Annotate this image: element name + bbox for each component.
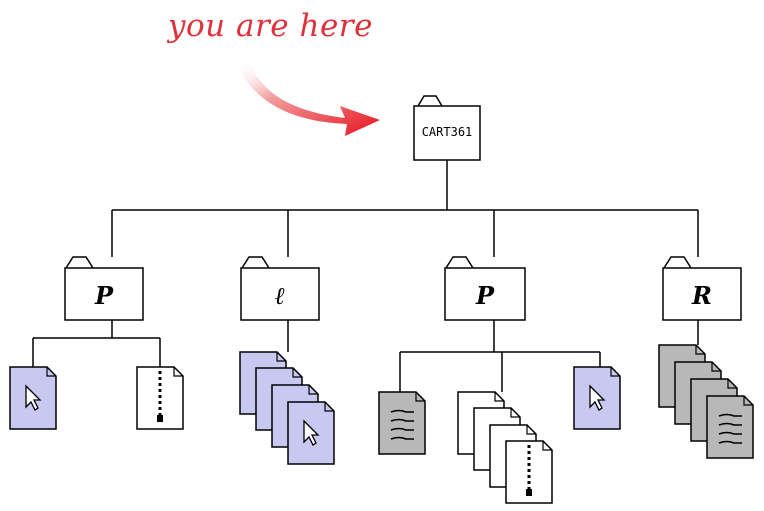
folder-1-label: P <box>94 281 114 310</box>
root-folder-label: CART361 <box>422 125 473 139</box>
folder-4-label: R <box>691 281 712 310</box>
text-lines-icon <box>390 409 414 440</box>
app-document-stack[interactable] <box>287 401 335 465</box>
folder-4[interactable]: R <box>662 256 742 321</box>
you-are-here-annotation: you are here <box>168 8 373 44</box>
folder-3[interactable]: P <box>444 256 526 321</box>
app-document[interactable] <box>9 366 57 430</box>
folder-2-label: ℓ <box>275 281 285 310</box>
text-document-stack[interactable] <box>706 395 754 459</box>
archive-document[interactable] <box>136 366 184 430</box>
folder-1[interactable]: P <box>64 256 144 321</box>
folder-2[interactable]: ℓ <box>240 256 320 321</box>
cursor-arrow-icon <box>589 384 606 411</box>
cursor-arrow-icon <box>303 419 320 446</box>
folder-3-label: P <box>475 281 495 310</box>
app-document[interactable] <box>573 366 621 430</box>
root-folder[interactable]: CART361 <box>413 95 481 161</box>
archive-document-stack[interactable] <box>505 440 553 504</box>
text-document[interactable] <box>378 391 426 455</box>
zipper-icon <box>157 371 163 422</box>
text-lines-icon <box>718 413 742 444</box>
documents-group <box>9 344 754 504</box>
tree-connectors <box>32 160 699 392</box>
curved-arrow-icon <box>238 62 380 136</box>
cursor-arrow-icon <box>25 384 42 411</box>
zipper-icon <box>526 445 532 496</box>
